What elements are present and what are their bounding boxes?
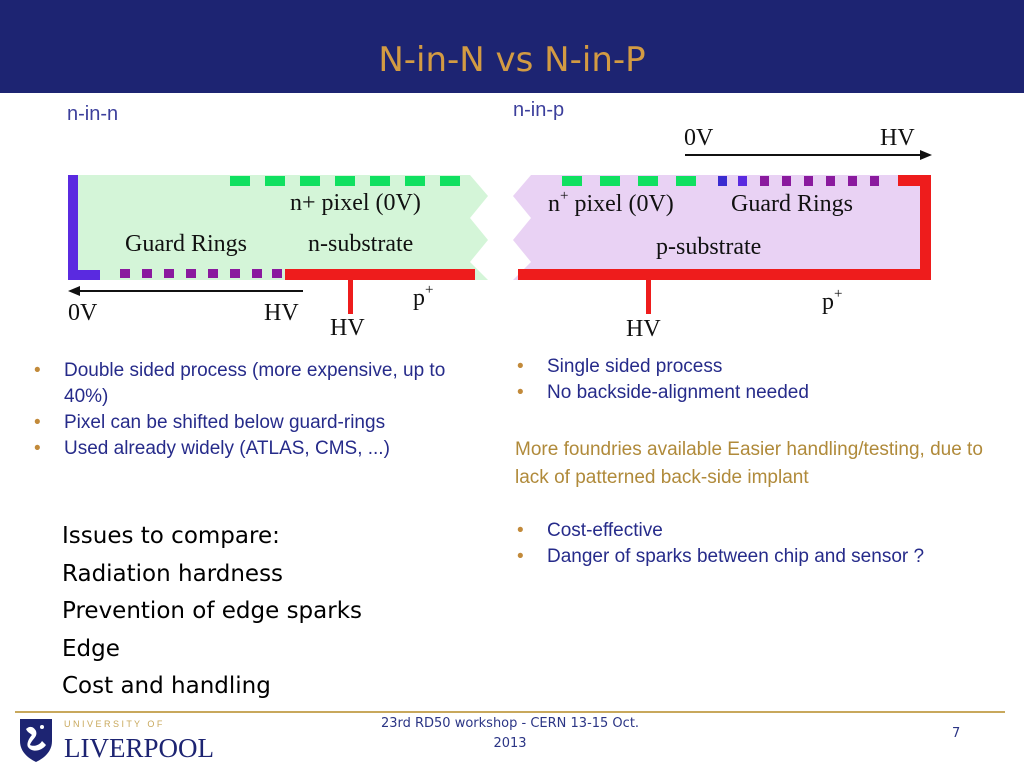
backside-blue-implant-bottom [68, 270, 100, 280]
n-in-n-substrate-body [68, 175, 488, 280]
issue-item: Cost and handling [62, 673, 271, 699]
n-in-n-substrate-text: n-substrate [308, 231, 413, 257]
issues-heading: Issues to compare: [62, 523, 280, 549]
pixel-implants [230, 176, 460, 186]
crest-icon [20, 719, 52, 762]
n-in-p-diagram: n+ pixel (0V) Guard Rings p-substrate HV… [513, 125, 932, 342]
list-item: Danger of sparks between chip and sensor… [513, 544, 1013, 570]
n-in-n-arrow-end: HV [264, 300, 299, 326]
list-item: No backside-alignment needed [513, 380, 1013, 406]
issue-item: Prevention of edge sparks [62, 598, 362, 624]
n-in-n-hv-contact-label: HV [330, 315, 365, 341]
n-in-p-top-red-edge [898, 175, 931, 186]
n-in-p-p-plus: p+ [822, 286, 842, 315]
n-in-n-arrow-start: 0V [68, 300, 98, 326]
liverpool-wordmark: LIVERPOOL [64, 733, 214, 763]
slide-title: N-in-N vs N-in-P [378, 40, 646, 80]
n-in-p-guard-text: Guard Rings [731, 191, 853, 217]
n-in-p-arrow-start: 0V [684, 125, 714, 151]
guard-ring-segments-right [718, 176, 879, 186]
sensor-cross-section-diagrams: n+ pixel (0V) Guard Rings n-substrate HV… [68, 125, 932, 342]
right-note: More foundries available Easier handling… [515, 439, 983, 488]
n-in-n-arrowhead [68, 286, 80, 296]
issue-item: Radiation hardness [62, 560, 284, 587]
backside-red-implant [285, 269, 475, 280]
right-bullet-list-top: Single sided process No backside-alignme… [513, 354, 1013, 406]
left-bullet-list: Double sided process (more expensive, up… [30, 358, 480, 462]
right-bullet-list-bottom: Cost-effective Danger of sparks between … [513, 518, 1013, 570]
n-in-p-hv-contact [646, 280, 651, 314]
n-in-p-substrate-body [513, 175, 931, 280]
n-in-p-arrowhead [920, 150, 932, 160]
footer-event-year: 2013 [493, 736, 527, 751]
footer-event-text: 23rd RD50 workshop - CERN 13-15 Oct. 201… [360, 714, 660, 754]
list-item: Single sided process [513, 354, 1013, 380]
footer-event-line: 23rd RD50 workshop - CERN 13-15 Oct. [380, 716, 640, 731]
n-in-p-label: n-in-p [513, 99, 565, 121]
n-in-n-guard-text: Guard Rings [125, 231, 247, 257]
n-in-p-hv-contact-label: HV [626, 316, 661, 342]
n-in-p-pixel-text: n+ pixel (0V) [548, 188, 674, 217]
pixel-implants-right [562, 176, 696, 186]
list-item: Pixel can be shifted below guard-rings [30, 410, 480, 436]
n-in-p-backside-red [518, 269, 931, 280]
issues-list: Issues to compare: Radiation hardness Pr… [62, 518, 362, 706]
footer-divider [15, 711, 1005, 713]
n-in-n-diagram: n+ pixel (0V) Guard Rings n-substrate HV… [68, 175, 488, 341]
list-item: Cost-effective [513, 518, 1013, 544]
n-in-n-hv-contact [348, 280, 353, 314]
n-in-n-label: n-in-n [67, 103, 119, 125]
guard-ring-segments [120, 269, 282, 278]
list-item: Double sided process (more expensive, up… [30, 358, 480, 410]
header-bar [0, 0, 1024, 93]
n-in-p-substrate-text: p-substrate [656, 234, 761, 260]
n-in-n-pixel-text: n+ pixel (0V) [290, 190, 421, 216]
issue-item: Edge [62, 635, 120, 662]
university-of-text: U N I V E R S I T Y O F [64, 719, 163, 729]
page-number: 7 [952, 726, 961, 741]
university-logo: U N I V E R S I T Y O F LIVERPOOL [20, 719, 214, 763]
n-in-p-arrow-end: HV [880, 125, 915, 151]
n-in-p-right-red-edge [920, 175, 931, 280]
backside-blue-implant-left [68, 175, 78, 280]
n-in-n-p-plus: p+ [413, 282, 433, 311]
list-item: Used already widely (ATLAS, CMS, ...) [30, 436, 480, 462]
